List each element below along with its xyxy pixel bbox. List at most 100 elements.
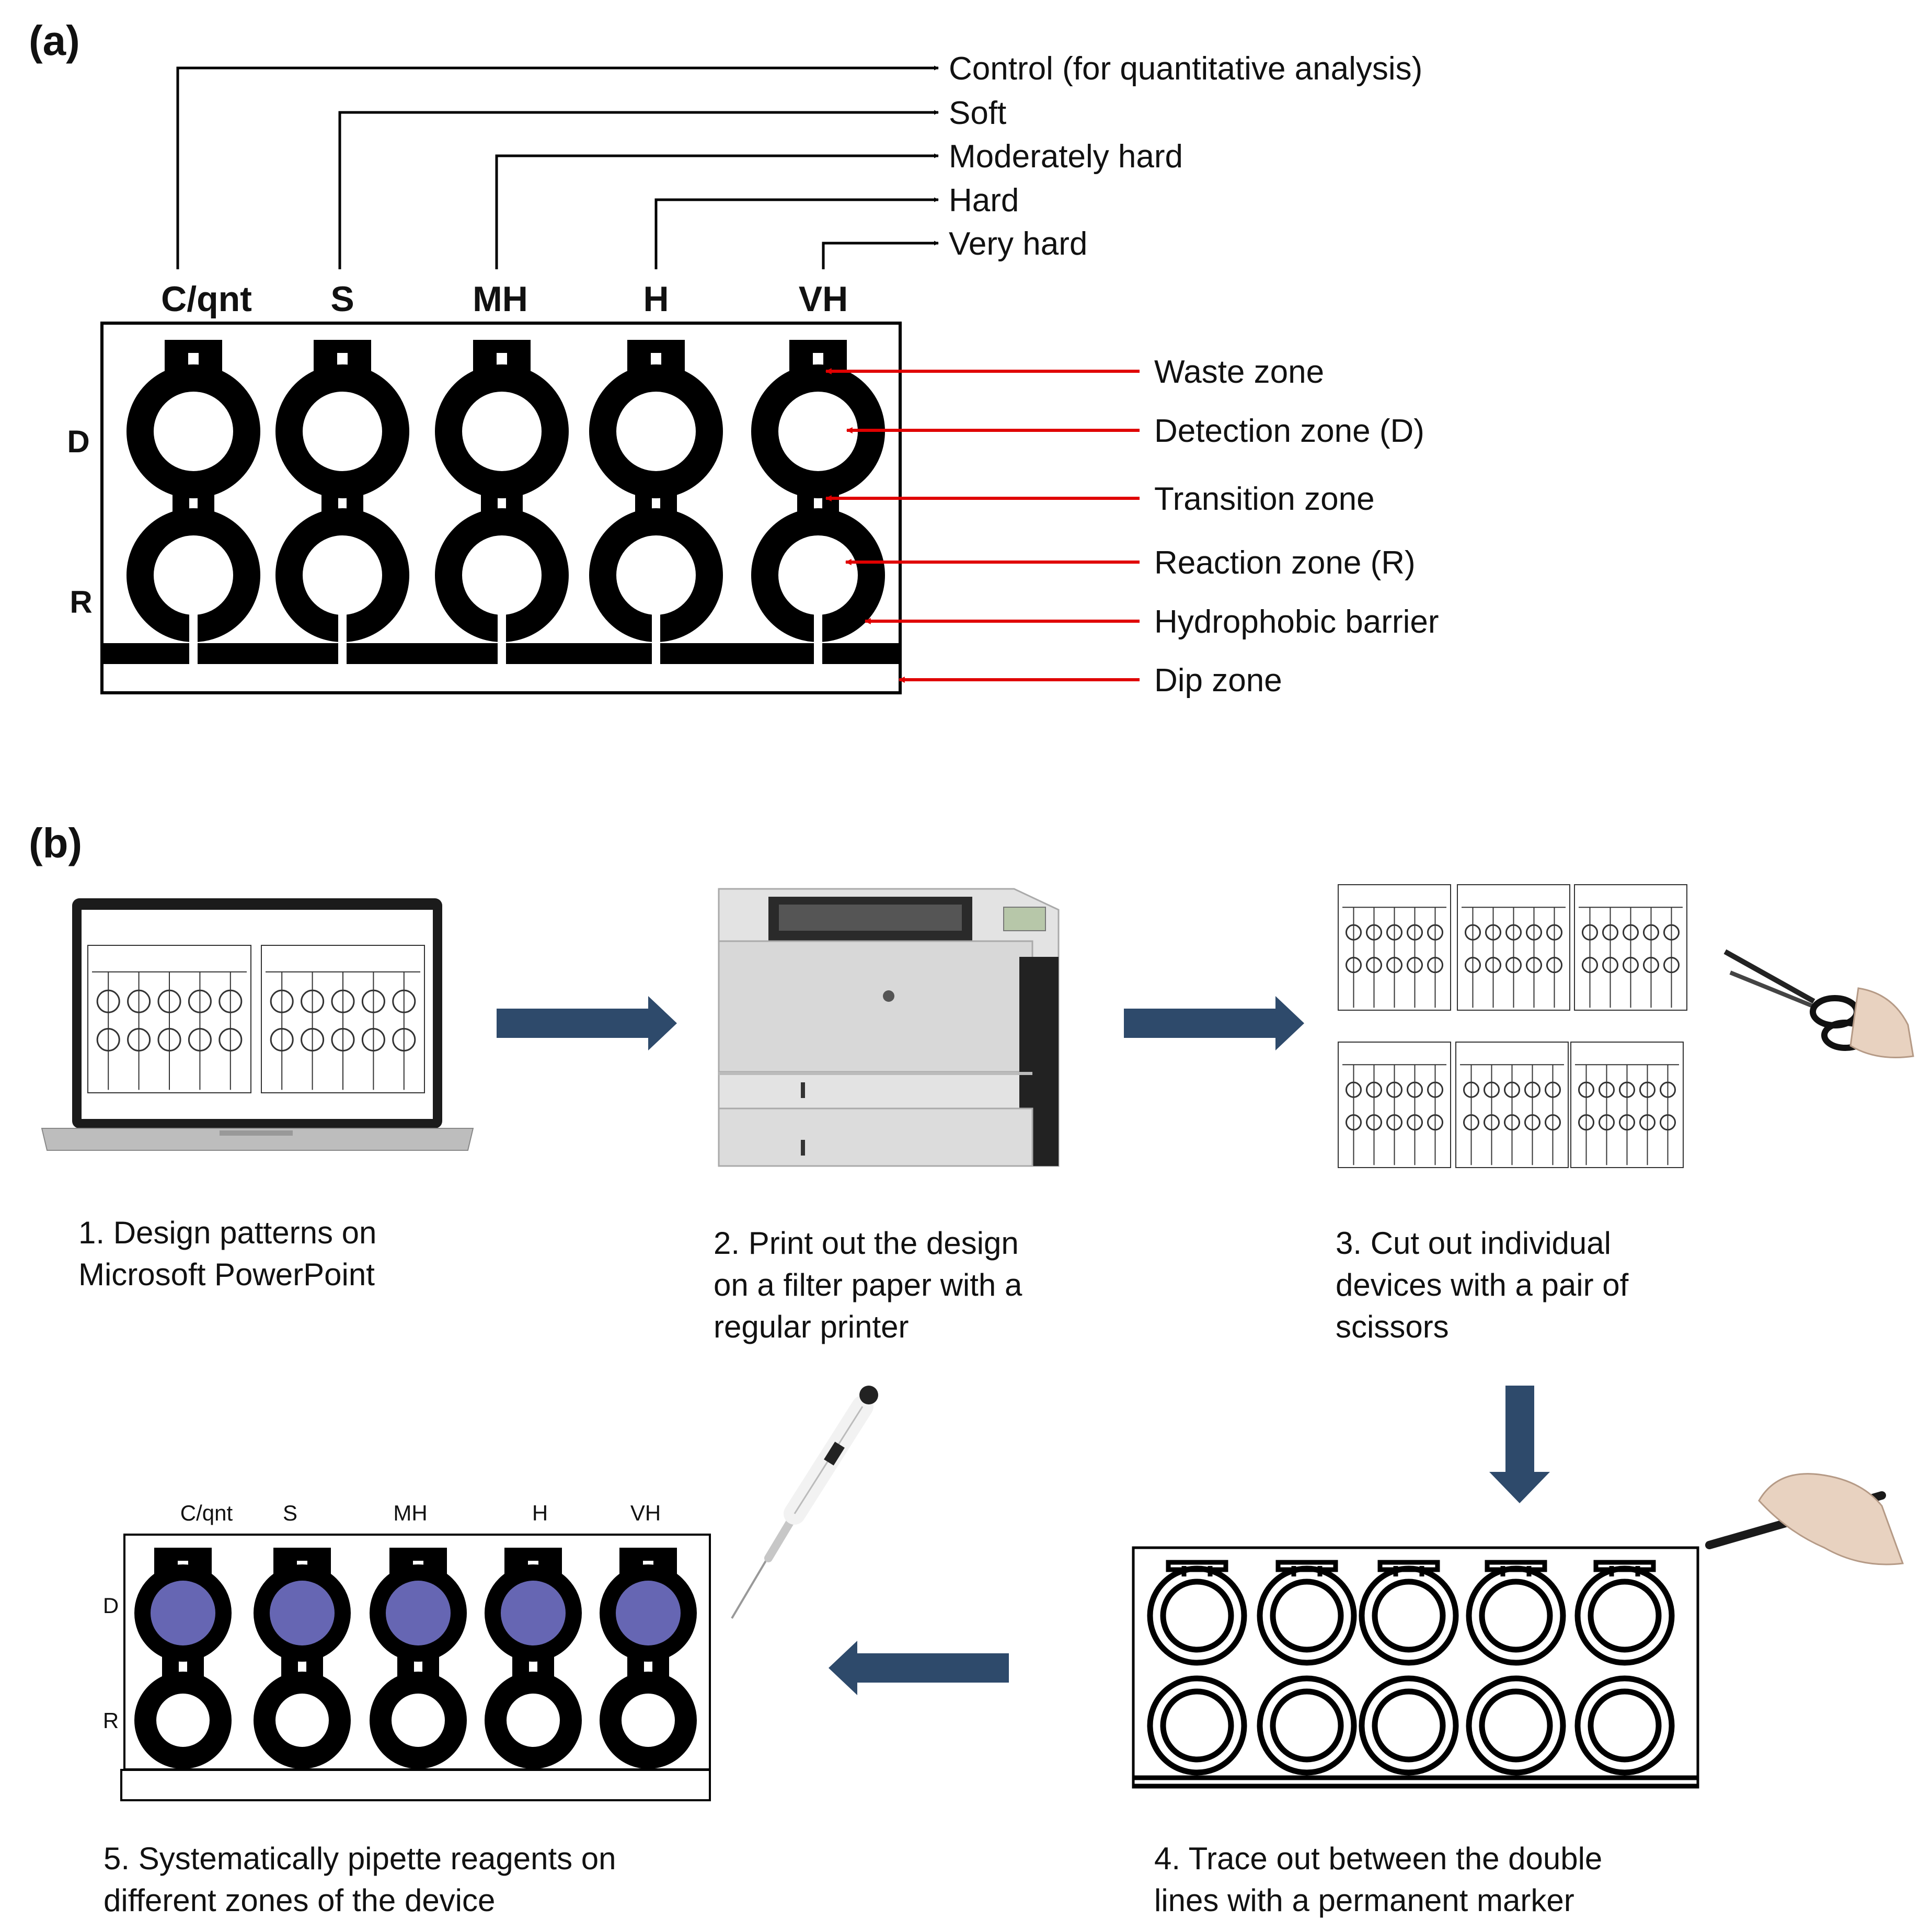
reagent-spot — [616, 1581, 681, 1645]
channel — [814, 431, 822, 575]
category-labels: Control (for quantitative analysis)SoftM… — [949, 51, 1422, 262]
category-connector — [176, 65, 939, 269]
row-label: D — [103, 1593, 119, 1618]
traced-ring — [1147, 1675, 1247, 1776]
traced-ring — [1466, 1675, 1566, 1776]
step-caption-line: devices with a pair of — [1336, 1267, 1629, 1302]
zone-label: Transition zone — [1154, 481, 1375, 517]
category-label: Control (for quantitative analysis) — [949, 51, 1422, 87]
traced-ring — [1479, 1688, 1553, 1763]
detection-ring — [127, 364, 260, 498]
zone-label: Dip zone — [1154, 662, 1282, 699]
device-pattern — [104, 340, 899, 667]
step-captions: 1. Design patterns on Microsoft PowerPoin… — [78, 1215, 1629, 1918]
zone-label: Detection zone (D) — [1154, 413, 1424, 449]
category-label: Hard — [949, 182, 1019, 219]
panel-b-label: (b) — [29, 820, 82, 866]
traced-ring — [1270, 1688, 1344, 1763]
channel — [338, 431, 347, 575]
step-caption-line: lines with a permanent marker — [1154, 1883, 1574, 1918]
category-label: Very hard — [949, 226, 1087, 262]
step-caption-line: scissors — [1336, 1309, 1449, 1344]
column-label: MH — [473, 279, 528, 319]
zone-label: Waste zone — [1154, 354, 1324, 390]
cut-devices-sheet — [1338, 884, 1687, 1168]
row-label: R — [70, 585, 92, 620]
step-caption-line: regular printer — [714, 1309, 909, 1344]
step-caption-line: different zones of the device — [104, 1883, 495, 1918]
step-caption-line: 2. Print out the design — [714, 1226, 1019, 1261]
reagent-spot — [151, 1581, 215, 1645]
column-labels: C/qnt S MH H VH — [161, 279, 848, 319]
category-connector — [495, 153, 939, 269]
row-label: R — [103, 1708, 119, 1733]
flow-arrow — [829, 1641, 1009, 1695]
detection-ring — [589, 364, 723, 498]
channel — [498, 575, 506, 667]
flow-arrows — [497, 996, 1550, 1695]
category-connector — [338, 110, 939, 269]
dip-zone — [120, 1769, 711, 1801]
zone-label: Hydrophobic barrier — [1154, 604, 1439, 640]
column-label: VH — [799, 279, 848, 319]
column-label: H — [643, 279, 669, 319]
reaction-ring — [370, 1672, 467, 1769]
category-connectors — [176, 65, 939, 269]
flow-arrow — [1124, 996, 1304, 1050]
detection-ring — [435, 364, 569, 498]
laptop-icon — [41, 898, 474, 1151]
detection-ring — [275, 364, 409, 498]
step-caption-line: 1. Design patterns on — [78, 1215, 376, 1250]
category-connector — [654, 197, 939, 269]
column-label: C/qnt — [180, 1501, 233, 1525]
flow-arrow — [497, 996, 677, 1050]
column-label: S — [330, 279, 354, 319]
reaction-ring — [134, 1672, 232, 1769]
traced-ring — [1479, 1579, 1553, 1653]
step5-device-pattern — [120, 1548, 711, 1801]
printer-icon — [718, 888, 1060, 1167]
category-connector — [822, 241, 939, 269]
detection-ring — [254, 1564, 351, 1662]
detection-ring — [370, 1564, 467, 1662]
step-caption: 3. Cut out individual devices with a pair… — [1336, 1226, 1629, 1344]
channel — [814, 575, 822, 667]
detection-ring — [600, 1564, 697, 1662]
pipette-icon — [731, 1386, 878, 1619]
traced-ring — [1359, 1675, 1459, 1776]
row-label: D — [67, 424, 89, 459]
scissors-icon — [1723, 949, 1914, 1058]
reaction-ring — [600, 1672, 697, 1769]
panel-a-label: (a) — [29, 17, 80, 64]
step-caption-line: 3. Cut out individual — [1336, 1226, 1611, 1261]
channel — [652, 575, 660, 667]
step-caption-line: 4. Trace out between the double — [1154, 1841, 1602, 1876]
traced-ring — [1588, 1579, 1662, 1653]
zone-label: Reaction zone (R) — [1154, 545, 1416, 581]
category-label: Soft — [949, 95, 1006, 131]
channel — [338, 575, 347, 667]
traced-ring — [1257, 1675, 1357, 1776]
reaction-ring — [485, 1672, 582, 1769]
traced-ring — [1160, 1579, 1234, 1653]
column-label: S — [283, 1501, 297, 1525]
step-caption-line: on a filter paper with a — [714, 1267, 1022, 1302]
channel — [498, 431, 506, 575]
traced-ring — [1372, 1688, 1446, 1763]
step-caption: 4. Trace out between the double lines wit… — [1154, 1841, 1602, 1918]
traced-ring — [1270, 1579, 1344, 1653]
traced-ring — [1574, 1675, 1675, 1776]
reaction-ring — [254, 1672, 351, 1769]
row-labels: DR — [67, 424, 92, 620]
step-caption: 2. Print out the design on a filter paper… — [714, 1226, 1022, 1344]
channel — [652, 431, 660, 575]
column-label: H — [532, 1501, 548, 1525]
step-caption-line: Microsoft PowerPoint — [78, 1257, 375, 1292]
step-caption: 1. Design patterns on Microsoft PowerPoin… — [78, 1215, 376, 1292]
column-label: C/qnt — [161, 279, 252, 319]
traced-ring — [1588, 1688, 1662, 1763]
reagent-spot — [270, 1581, 335, 1645]
